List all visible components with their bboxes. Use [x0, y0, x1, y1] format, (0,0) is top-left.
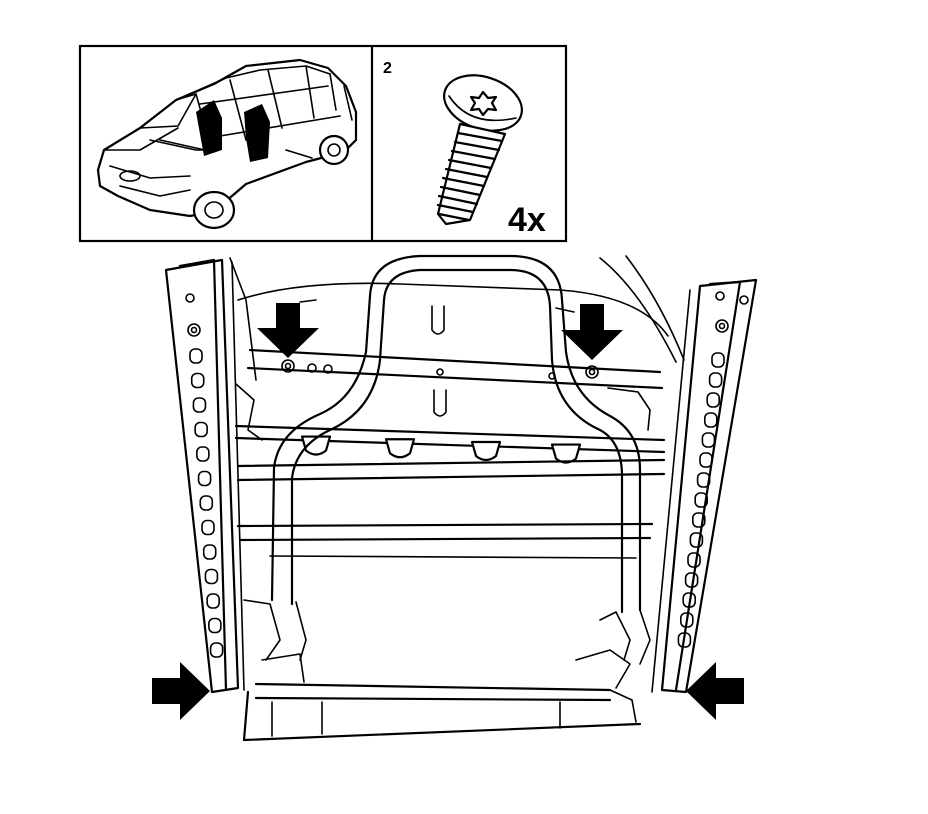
left-rail-slot: [192, 397, 207, 413]
arrow-top-right: [561, 304, 623, 360]
seat-frame: [164, 254, 758, 742]
arrow-left: [152, 662, 210, 720]
pointer-arrows: [152, 303, 744, 720]
right-rail-slot: [684, 572, 699, 588]
left-rail-slots: [189, 348, 224, 658]
right-rail-slot: [701, 432, 716, 448]
seat-spring-hooks: [300, 435, 582, 464]
right-rail-slot: [711, 352, 725, 368]
arrow-right: [686, 662, 744, 720]
arrow-top-left: [257, 303, 319, 358]
panel-number: 2: [383, 60, 392, 77]
left-rail-slot: [197, 470, 212, 487]
right-rail-slot: [691, 512, 706, 528]
right-rail-slot: [706, 392, 721, 408]
right-rail-slot: [699, 452, 713, 468]
left-rail-slot: [189, 348, 203, 364]
right-seat-rail: [651, 278, 758, 694]
inset-panels: 2 4x: [78, 44, 568, 243]
spring-hook: [300, 435, 332, 456]
left-seat-rail: [164, 258, 245, 694]
left-rail-slot: [201, 519, 215, 536]
right-rail-slot: [679, 612, 694, 628]
quantity-label: 4x: [508, 201, 546, 239]
right-rail-slot: [696, 472, 711, 488]
left-rail-slot: [196, 446, 210, 462]
right-rail-slot: [708, 372, 723, 388]
left-rail-slot: [209, 642, 224, 658]
vehicle-location-icon: [96, 58, 358, 230]
right-rail-slot: [677, 632, 692, 648]
left-rail-slot: [204, 568, 219, 585]
left-rail-slot: [208, 617, 222, 634]
left-rail-slot: [194, 421, 208, 438]
spring-hook: [470, 440, 502, 462]
right-rail-slot: [689, 532, 704, 548]
right-rail-slots: [677, 352, 725, 648]
left-rail-slot: [199, 495, 214, 511]
left-rail-slot: [190, 372, 205, 389]
spring-hook: [550, 443, 582, 464]
spring-hook: [384, 438, 416, 459]
right-rail-slot: [687, 552, 701, 568]
right-rail-slot: [694, 492, 709, 508]
right-rail-slot: [682, 592, 697, 608]
torx-screw-icon: [436, 74, 523, 226]
right-rail-slot: [703, 412, 718, 428]
left-rail-slot: [206, 593, 220, 609]
left-rail-slot: [202, 544, 217, 560]
